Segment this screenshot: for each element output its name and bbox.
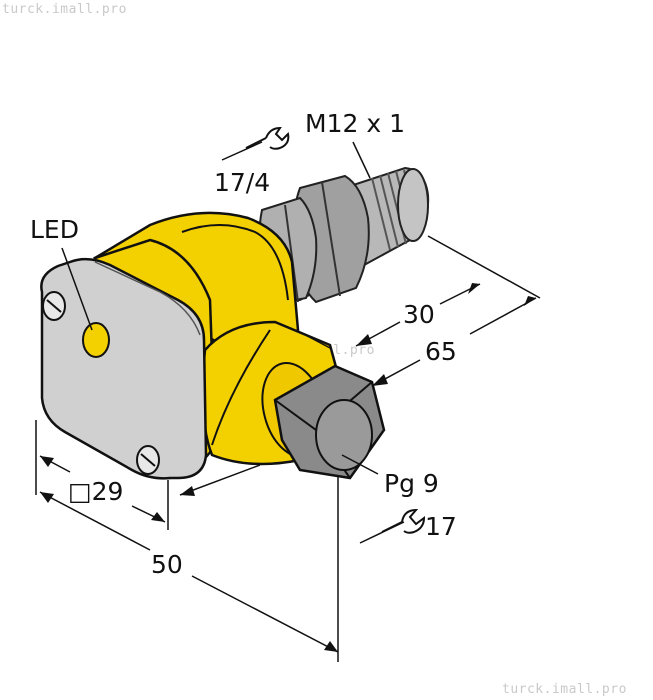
wrench-icon	[245, 126, 290, 150]
dimension-65-label: 65	[425, 337, 457, 366]
cable-gland	[273, 364, 386, 480]
arrowheads	[40, 283, 536, 652]
thread-label: M12 x 1	[305, 109, 405, 138]
watermark-top-left: turck.imall.pro	[2, 2, 127, 17]
dimension-29-label: □29	[68, 477, 123, 506]
dimension-30-label: 30	[403, 300, 435, 329]
wrench-icon	[381, 508, 426, 534]
led-label: LED	[30, 215, 79, 244]
dimension-50-label: 50	[151, 550, 183, 579]
gland-label: Pg 9	[384, 469, 439, 498]
screw-icon	[136, 445, 160, 475]
watermark-bottom-right: turck.imall.pro	[502, 682, 627, 697]
screw-icon	[42, 291, 66, 321]
wrench-bottom-label: 17	[425, 512, 457, 541]
led-indicator	[82, 322, 110, 358]
front-cover	[40, 257, 208, 480]
dimension-lines	[35, 141, 541, 662]
wrench-top-label: 17/4	[214, 168, 270, 197]
